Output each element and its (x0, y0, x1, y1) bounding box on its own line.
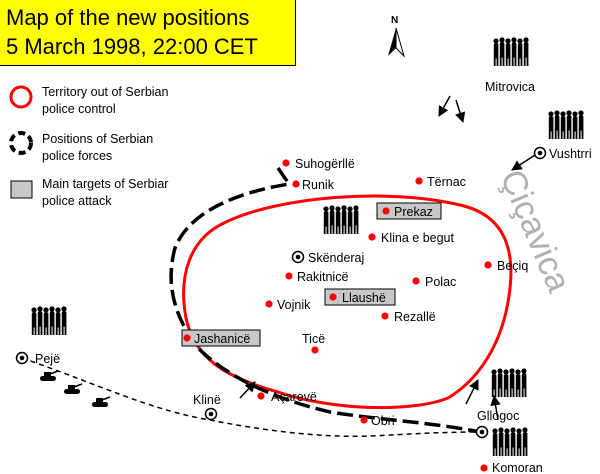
legend-positions-symbol (9, 131, 33, 155)
arrow-gllogoc-2 (490, 394, 501, 421)
label-komoran: Komoran (492, 461, 543, 474)
label-termac: Tërnac (427, 175, 466, 189)
region-label: Çiçavica (493, 164, 578, 297)
soldiers-icon (548, 110, 584, 139)
legend-territory-symbol (9, 85, 33, 109)
svg-text:N: N (391, 15, 398, 26)
arrow-kline (239, 381, 256, 399)
label-skenderaj: Skënderaj (308, 251, 364, 265)
soldiers-icon (493, 37, 529, 66)
label-rakitnice: Rakitnicë (297, 270, 348, 284)
police-town-markers (15, 146, 547, 439)
label-kline: Klinë (193, 393, 221, 407)
label-klina-e-begut: Klina e begut (381, 231, 455, 245)
tank-icon (91, 396, 111, 408)
tank-icon (63, 383, 83, 395)
target-box-llaushe (324, 288, 396, 306)
label-obri: Obri (371, 414, 395, 428)
target-box-prekaz (376, 202, 442, 220)
territory-outline (182, 194, 513, 410)
label-prekaz: Prekaz (394, 205, 433, 219)
label-rezalle: Rezallë (394, 310, 436, 324)
label-vushtrri: Vushtrri (549, 147, 592, 161)
label-suhogerlle: Suhogërllë (295, 157, 355, 171)
arrow-vushtrri (511, 154, 536, 171)
map-title: Map of the new positions (6, 5, 250, 30)
town-dots (183, 159, 492, 472)
label-vojnik: Vojnik (277, 298, 311, 312)
soldiers-icon (323, 205, 359, 234)
legend-target-symbol (10, 180, 33, 199)
target-box-jashanice (181, 329, 261, 347)
legend-territory-label: Territory out of Serbian police control (42, 85, 169, 116)
tank-icon (39, 370, 59, 382)
label-runik: Runik (302, 178, 335, 192)
label-jashanice: Jashanicë (194, 332, 250, 346)
label-acarevo: Açarevë (271, 390, 317, 404)
map-subtitle: 5 March 1998, 22:00 CET (6, 34, 258, 59)
label-peje: Pejë (35, 352, 60, 366)
legend-positions-label: Positions of Serbian police forces (42, 132, 154, 163)
label-gllogoc: Gllogoc (477, 409, 519, 423)
arrow-gllogoc-1 (465, 379, 479, 405)
police-line-west (169, 167, 481, 434)
label-llaushe: Llaushë (342, 291, 386, 305)
soldiers-icon (31, 306, 67, 335)
label-tice: Ticë (302, 332, 325, 346)
route-peje (21, 357, 481, 438)
arrow-mitrovica-2 (455, 99, 466, 124)
arrow-mitrovica-1 (438, 95, 451, 117)
label-beciq: Beçiq (497, 259, 528, 273)
soldiers-icon (492, 427, 528, 456)
legend-targets-label: Main targets of Serbiar police attack (42, 177, 169, 208)
soldiers-icon (491, 368, 527, 397)
label-polac: Polac (425, 275, 456, 289)
label-mitrovica: Mitrovica (485, 80, 535, 94)
north-arrow-icon: N (388, 15, 406, 58)
map-title-box: Map of the new positions 5 March 1998, 2… (0, 0, 296, 66)
